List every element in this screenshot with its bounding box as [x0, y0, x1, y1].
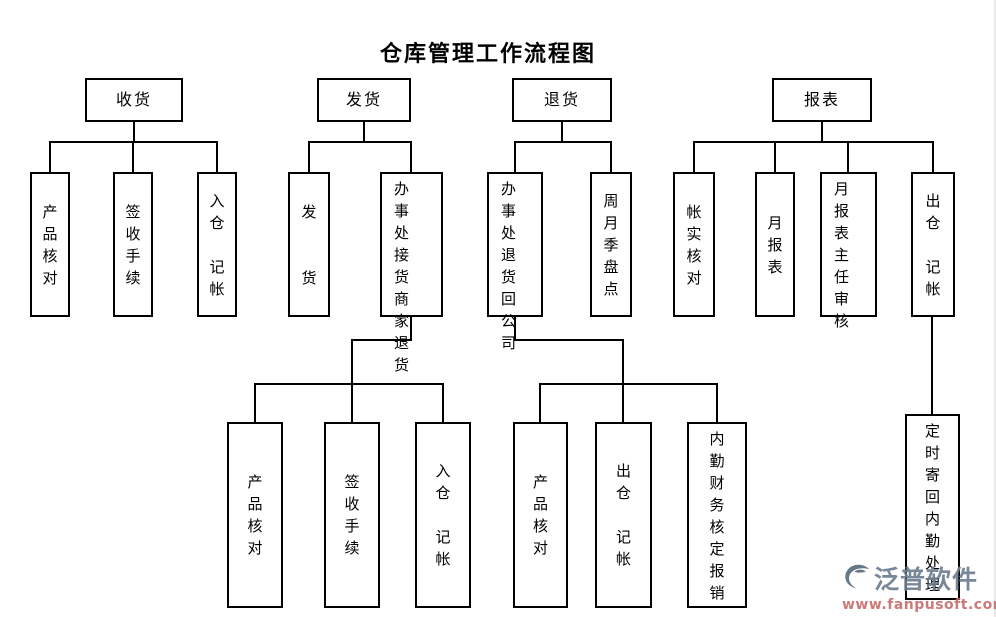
connector-tuihuo2-bus: [539, 383, 718, 385]
connector-shouhuo-drop: [132, 141, 134, 172]
fanpu-logo-icon: [842, 562, 872, 594]
connector-tuihuo2-elbow: [514, 339, 624, 341]
node-shouhuo: 收货: [85, 78, 183, 122]
node-rucang-jizhang: 入 仓 记 帐: [197, 172, 237, 317]
node-yuebaobiao: 月 报 表: [755, 172, 795, 317]
connector-chucang-down: [931, 317, 933, 414]
connector-fahuo-bus: [308, 141, 412, 143]
node-dingshi-jihui-neiqin-chuli: 定 时 寄 回 内 勤 处 理: [905, 414, 960, 600]
connector-shouhuo-drop: [216, 141, 218, 172]
node-yuebaobiao-zhuren-shenhe: 月报 表主 任审 核: [820, 172, 877, 330]
node-fahuo: 发货: [317, 78, 411, 122]
node-zhang-shi-hedui: 帐 实 核 对: [673, 172, 715, 317]
connector-fahuo-stub: [363, 122, 365, 141]
node-banshichu-jiehuo-shangjia-tuihuo: 办事 处接 货商 家退 货: [380, 172, 443, 374]
node-banshichu-tuihuo-hui-gongsi: 办事 处退 货回 公司: [487, 172, 543, 352]
connector-tuihuo2-drop: [539, 383, 541, 422]
connector-jiehuo-bus: [254, 383, 444, 385]
connector-baobiao-drop: [774, 141, 776, 172]
watermark: 泛普软件 www.fanpusoft.com: [842, 560, 996, 613]
connector-baobiao-bus: [693, 141, 934, 143]
connector-tuihuo2-vertical: [622, 339, 624, 422]
diagram-title: 仓库管理工作流程图: [379, 42, 596, 67]
node-qianshou-shouxu-fahuo: 签 收 手 续: [324, 422, 380, 608]
node-qianshou-shouxu: 签 收 手 续: [113, 172, 153, 317]
node-chanpin-hedui: 产 品 核 对: [30, 172, 70, 317]
connector-tuihuo2-drop: [716, 383, 718, 422]
node-chanpin-hedui-fahuo: 产 品 核 对: [227, 422, 283, 608]
node-fahuo-sub: 发 货: [288, 172, 330, 317]
connector-shouhuo-drop: [49, 141, 51, 172]
connector-baobiao-stub: [821, 122, 823, 141]
connector-tuihuo-bus: [514, 141, 612, 143]
connector-baobiao-drop: [693, 141, 695, 172]
connector-jiehuo-vertical: [351, 339, 353, 422]
connector-jiehuo-drop: [442, 383, 444, 422]
node-rucang-jizhang-fahuo: 入 仓 记 帐: [415, 422, 471, 608]
connector-tuihuo-drop: [610, 141, 612, 172]
connector-tuihuo-stub: [561, 122, 563, 141]
connector-fahuo-drop: [308, 141, 310, 172]
connector-jiehuo-elbow: [352, 339, 412, 341]
node-chucang-jizhang-tuihuo: 出 仓 记 帐: [595, 422, 652, 608]
node-chucang-jizhang: 出 仓 记 帐: [911, 172, 955, 317]
connector-fahuo-drop: [410, 141, 412, 172]
connector-baobiao-drop: [847, 141, 849, 172]
watermark-url: www.fanpusoft.com: [842, 597, 996, 613]
node-zhou-yue-ji-pandian: 周 月 季 盘 点: [590, 172, 632, 317]
connector-baobiao-drop: [932, 141, 934, 172]
connector-tuihuo-drop: [514, 141, 516, 172]
node-tuihuo: 退货: [512, 78, 612, 122]
connector-jiehuo-stub: [410, 317, 412, 341]
window-edge: [994, 0, 996, 617]
node-baobiao: 报表: [772, 78, 872, 122]
watermark-brand: 泛普软件: [874, 565, 979, 594]
node-chanpin-hedui-tuihuo: 产 品 核 对: [513, 422, 568, 608]
node-neiqin-caiwu-heding-baoxiao: 内 勤 财 务 核 定 报 销: [687, 422, 747, 608]
connector-jiehuo-drop: [254, 383, 256, 422]
connector-tuihuo2-stub: [514, 317, 516, 341]
connector-shouhuo-stub: [133, 122, 135, 141]
